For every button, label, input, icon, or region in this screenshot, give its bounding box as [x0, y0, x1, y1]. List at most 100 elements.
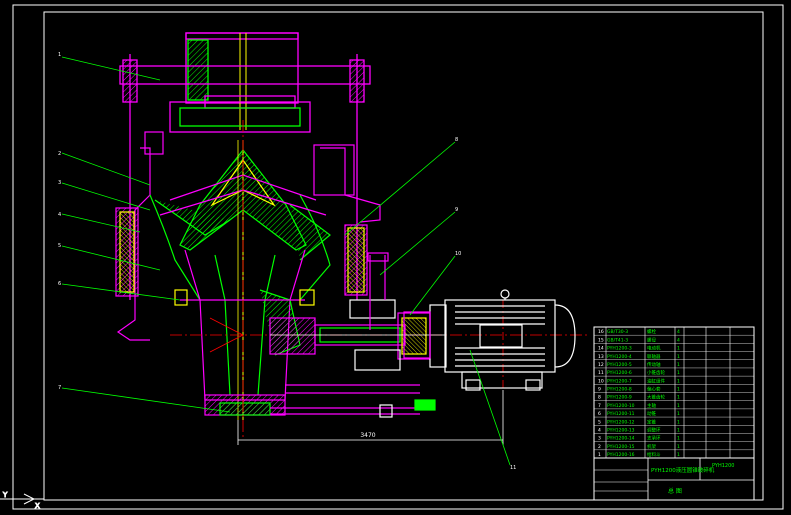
- bom-qty: 1: [677, 346, 680, 352]
- bom-row: PYH1200-14 支承环 1 3: [598, 435, 680, 442]
- callout-11: 11: [510, 465, 516, 471]
- bom-index: 3: [598, 436, 601, 442]
- bom-index: 6: [598, 411, 601, 417]
- bom-code: PYH1200-5: [607, 362, 632, 368]
- bom-index: 1: [598, 452, 601, 458]
- housing-right: [289, 144, 381, 301]
- bom-row: PYH1200-13 调整环 1 4: [598, 426, 680, 433]
- bom-qty: 1: [677, 403, 680, 409]
- bom-qty: 4: [677, 337, 680, 343]
- bom-index: 5: [598, 419, 601, 425]
- bom-code: PYH1200-15: [607, 444, 635, 450]
- bom-qty: 1: [677, 419, 680, 425]
- bom-index: 13: [598, 354, 604, 360]
- bom-qty: 1: [677, 378, 680, 384]
- bom-name: 机架: [647, 443, 656, 450]
- bom-qty: 1: [677, 387, 680, 393]
- bom-name: 螺栓: [647, 328, 656, 335]
- bom-name: 电动机: [647, 345, 661, 352]
- bom-qty: 1: [677, 395, 680, 401]
- bom-row: PYH1200-10 主轴 1 7: [598, 402, 680, 409]
- bom-index: 2: [598, 444, 601, 450]
- bom-row: PYH1200-3 电动机 1 14: [598, 345, 680, 352]
- bom-code: PYH1200-3: [607, 346, 632, 352]
- bom-row: PYH1200-16 给料斗 1 1: [598, 451, 680, 458]
- svg-text:X: X: [35, 502, 40, 510]
- bom-name: 小锥齿轮: [647, 369, 665, 376]
- electric-motor: [403, 289, 576, 391]
- bom-code: PYH1200-12: [607, 419, 635, 425]
- bom-qty: 1: [677, 370, 680, 376]
- bom-code: PYH1200-6: [607, 370, 632, 376]
- bom-code: PYH1200-16: [607, 452, 635, 458]
- bom-name: 大锥齿轮: [647, 394, 665, 401]
- callout-1: 1: [58, 52, 61, 58]
- callout-4: 4: [58, 212, 61, 218]
- callout-numbers: 1 2 3 4 5 6 7 8 9 10 11: [58, 52, 516, 471]
- bom-code: PYH1200-14: [607, 436, 635, 442]
- bom-row: PYH1200-4 联轴器 1 13: [598, 353, 680, 360]
- bom-index: 10: [598, 378, 604, 384]
- bom-name: 调整环: [647, 426, 661, 433]
- bom-code: PYH1200-4: [607, 354, 632, 360]
- callout-5: 5: [58, 243, 61, 249]
- bom-name: 给料斗: [647, 451, 661, 458]
- callout-9: 9: [455, 207, 458, 213]
- bom-index: 16: [598, 329, 604, 335]
- bom-index: 14: [598, 346, 604, 352]
- title-sheet: 总 图: [668, 487, 682, 495]
- bom-qty: 1: [677, 427, 680, 433]
- drawing-frame: Y X: [0, 4, 784, 511]
- bom-index: 12: [598, 362, 604, 368]
- svg-text:Y: Y: [2, 491, 8, 499]
- bom-row: PYH1200-15 机架 1 2: [598, 443, 680, 450]
- callout-8: 8: [455, 137, 458, 143]
- bom-code: PYH1200-11: [607, 411, 635, 417]
- callout-6: 6: [58, 281, 61, 287]
- top-beam: [119, 54, 371, 300]
- bom-code: PYH1200-13: [607, 427, 635, 433]
- bom-name: 动锥: [647, 410, 656, 417]
- bom-index: 9: [598, 387, 601, 393]
- bom-code: PYH1200-9: [607, 395, 632, 401]
- bom-code: GB/T30-3: [607, 329, 628, 335]
- bom-qty: 1: [677, 354, 680, 360]
- bom-name: 螺母: [647, 336, 656, 343]
- callout-2: 2: [58, 151, 61, 157]
- bom-name: 支承环: [647, 435, 661, 442]
- bom-row: PYH1200-8 偏心套 1 9: [598, 386, 680, 393]
- title-model: PYH1200液压圆锥破碎机: [651, 466, 715, 474]
- callout-3: 3: [58, 180, 61, 186]
- housing-left: [115, 131, 231, 341]
- bom-qty: 4: [677, 329, 680, 335]
- bottom-dimension: 3470: [237, 390, 504, 445]
- feed-hopper: [185, 32, 299, 130]
- bom-index: 7: [598, 403, 601, 409]
- title-small-label: PYH1200: [712, 463, 734, 469]
- dimension-label: 3470: [360, 432, 375, 439]
- bom-qty: 1: [677, 452, 680, 458]
- bom-code: PYH1200-10: [607, 403, 635, 409]
- bom-index: 4: [598, 427, 601, 433]
- bom-row: PYH1200-7 油缸组件 1 10: [598, 377, 680, 384]
- bom-qty: 1: [677, 436, 680, 442]
- bom-code: PYH1200-8: [607, 387, 632, 393]
- bom-name: 偏心套: [647, 386, 661, 393]
- bom-name: 主轴: [647, 402, 656, 409]
- bom-name: 油缸组件: [647, 377, 665, 384]
- bom-name: 联轴器: [647, 353, 661, 360]
- bom-code: PYH1200-7: [607, 378, 632, 384]
- bom-index: 15: [598, 337, 604, 343]
- callout-10: 10: [455, 251, 461, 257]
- cone-crusher-assembly: 3470 1 2 3 4 5 6 7 8 9 10 11: [58, 32, 590, 471]
- bom-qty: 1: [677, 444, 680, 450]
